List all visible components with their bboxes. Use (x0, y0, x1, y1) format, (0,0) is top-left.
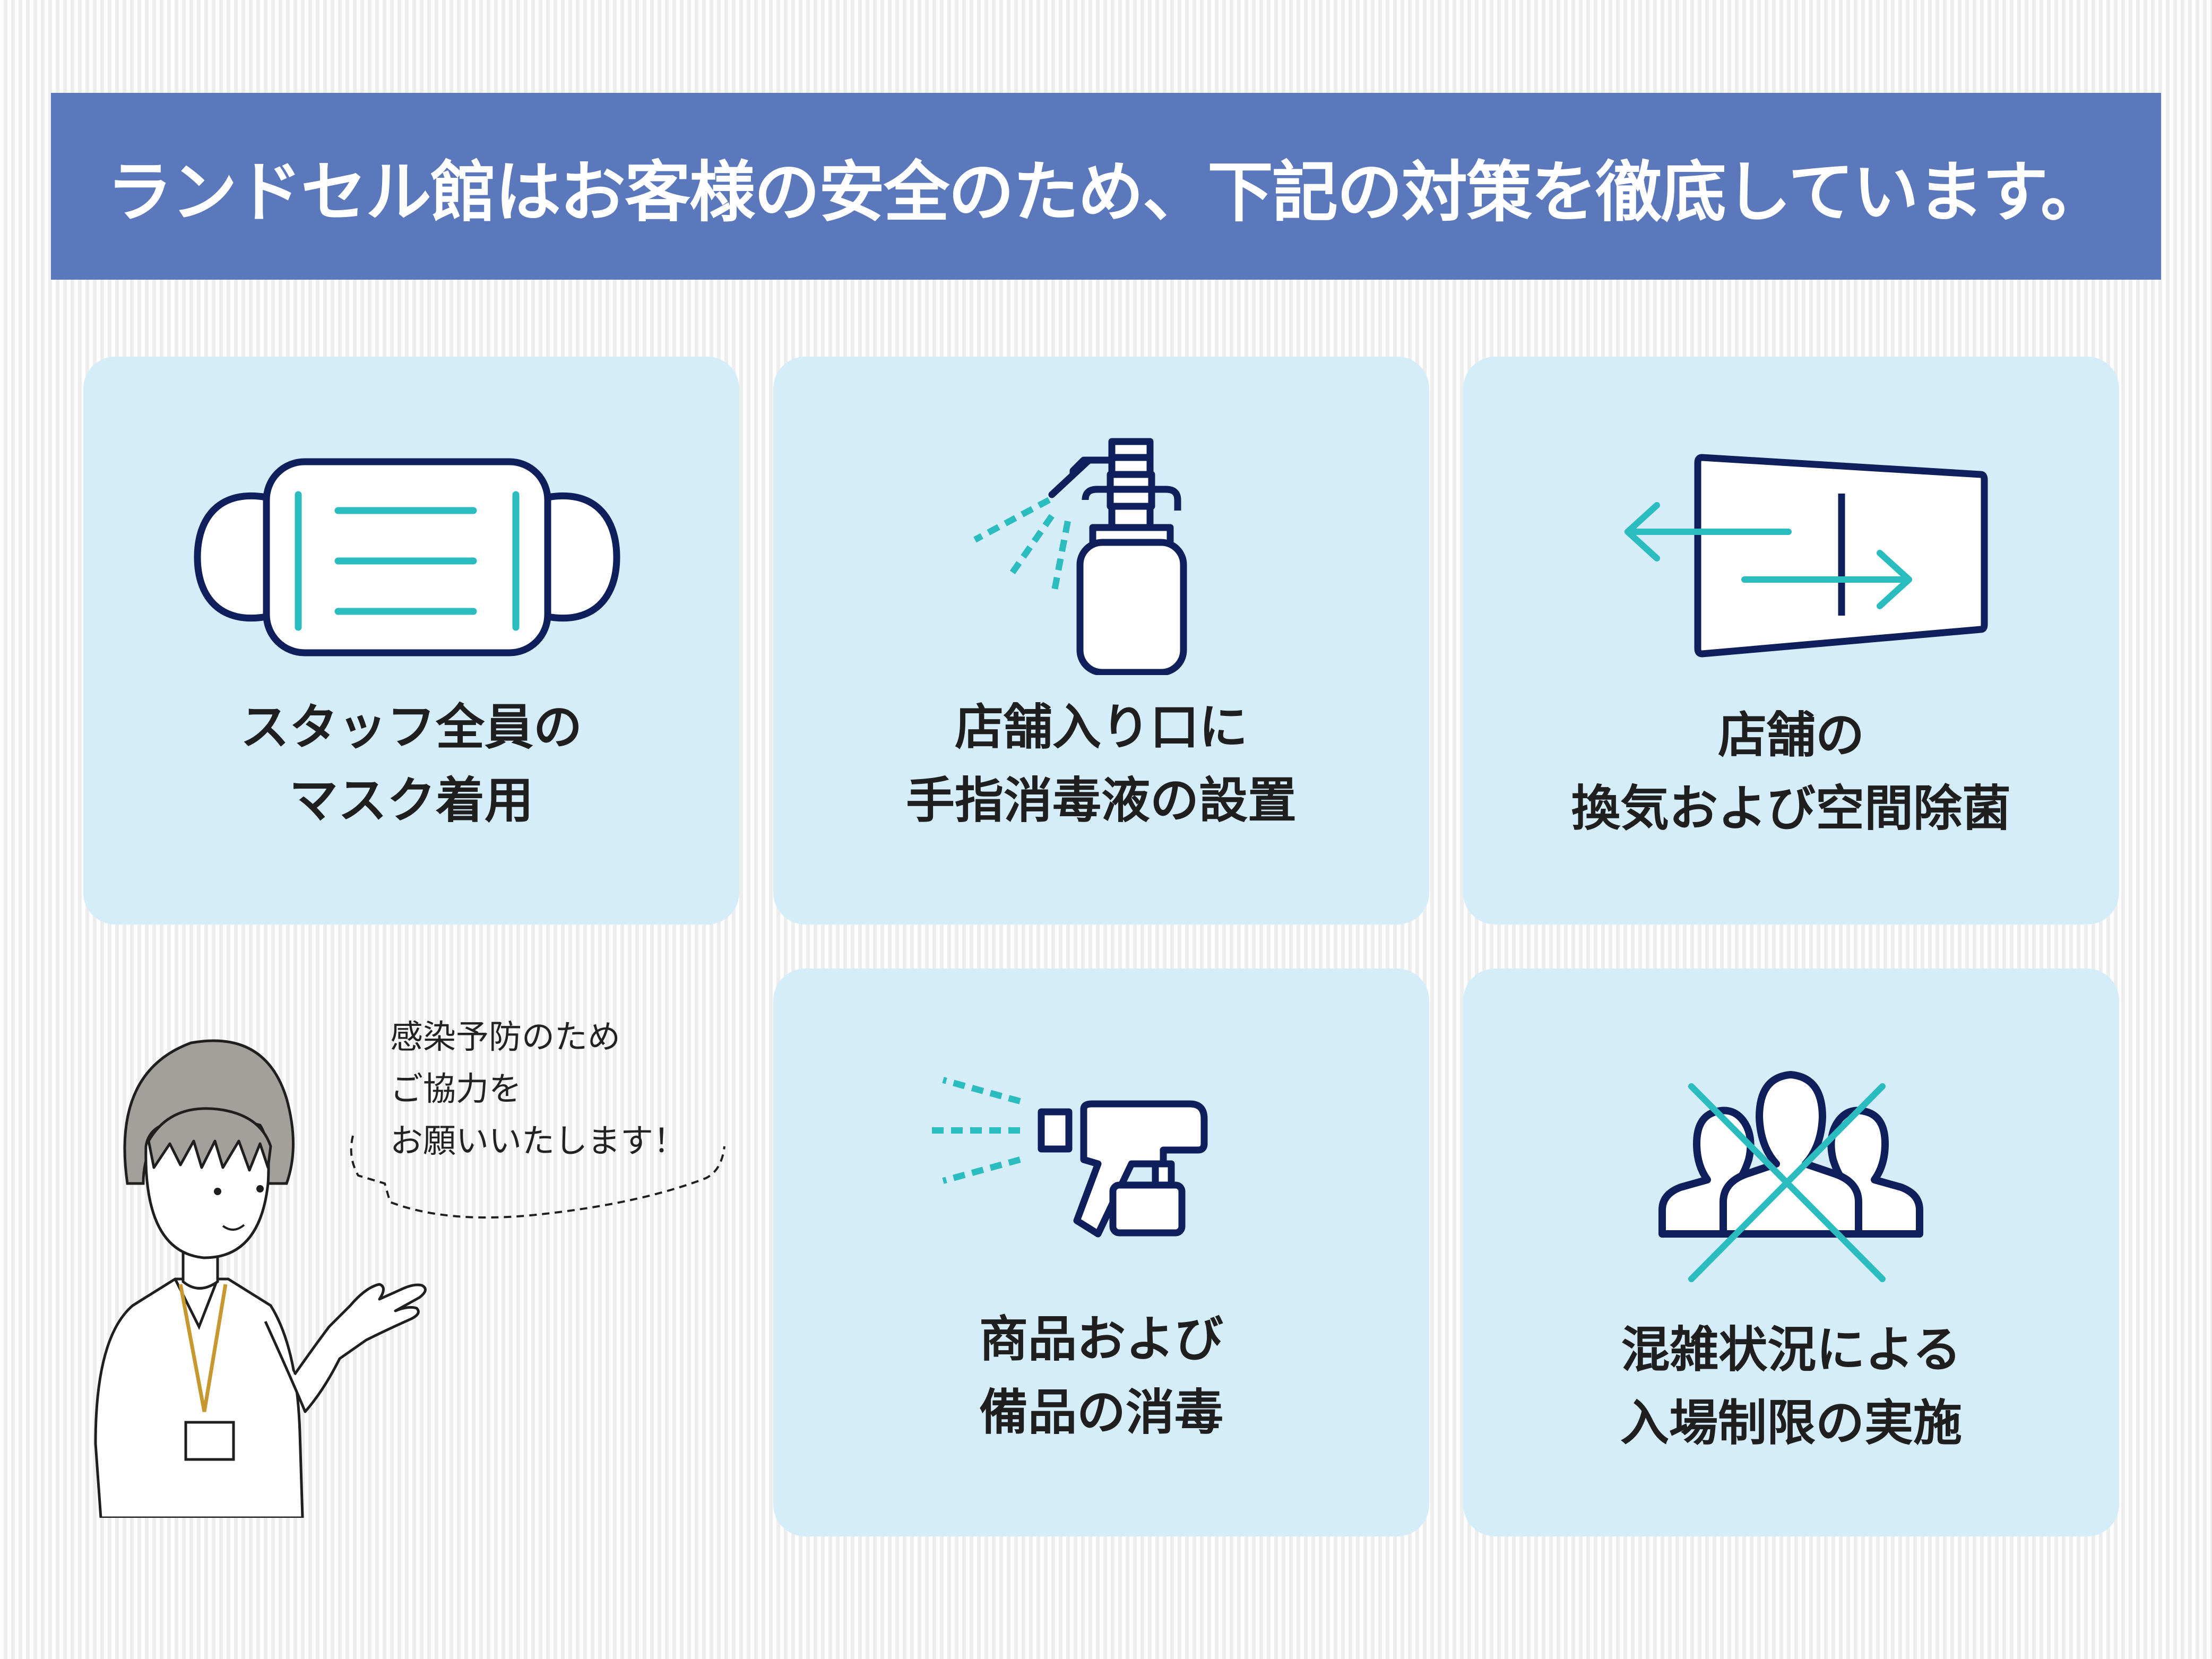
no-crowd-icon (1658, 1071, 1923, 1282)
measure-card-mask: スタッフ全員の マスク着用 (83, 357, 739, 924)
card-label: スタッフ全員の マスク着用 (83, 691, 739, 837)
measure-card-sanitizer: 店舗入り口に 手指消毒液の設置 (773, 357, 1429, 924)
face-mask-icon (194, 458, 620, 656)
staff-woman-illustration (94, 1039, 427, 1518)
card-label: 店舗入り口に 手指消毒液の設置 (773, 691, 1429, 837)
speech-line2: ご協力を (390, 1069, 522, 1108)
speech-line3: お願いいたします！ (390, 1121, 687, 1160)
measure-card-entry-limit: 混雑状況による 入場制限の実施 (1463, 969, 2119, 1536)
sanitizer-pump-bottle-icon (973, 438, 1187, 675)
card-label-line1: スタッフ全員の (240, 699, 582, 756)
spray-trigger-icon (927, 1077, 1208, 1238)
header-banner: ランドセル館はお客様の安全のため、下記の対策を徹底しています。 (51, 93, 2161, 280)
measure-card-disinfection: 商品および 備品の消毒 (773, 969, 1429, 1536)
card-label-line1: 店舗の (1717, 707, 1864, 764)
speech-line1: 感染予防のため (390, 1017, 621, 1056)
card-label: 混雑状況による 入場制限の実施 (1463, 1314, 2119, 1460)
card-label-line1: 混雑状況による (1621, 1321, 1962, 1378)
card-label: 商品および 備品の消毒 (773, 1303, 1429, 1449)
card-label-line2: 入場制限の実施 (1620, 1395, 1962, 1451)
speech-bubble-outline (350, 1135, 725, 1219)
card-label-line2: マスク着用 (289, 772, 533, 829)
card-label-line2: 換気および空間除菌 (1571, 780, 2011, 837)
measure-card-ventilation: 店舗の 換気および空間除菌 (1463, 357, 2119, 924)
card-label: 店舗の 換気および空間除菌 (1463, 699, 2119, 845)
window-ventilation-icon (1625, 454, 1988, 658)
card-label-line1: 商品および (979, 1311, 1223, 1368)
card-label-line2: 備品の消毒 (979, 1384, 1223, 1441)
card-label-line2: 手指消毒液の設置 (905, 772, 1297, 829)
card-label-line1: 店舗入り口に (954, 699, 1248, 756)
speech-bubble: 感染予防のため ご協力を お願いいたします！ (390, 1011, 686, 1167)
page-title: ランドセル館はお客様の安全のため、下記の対策を徹底しています。 (107, 154, 2106, 231)
